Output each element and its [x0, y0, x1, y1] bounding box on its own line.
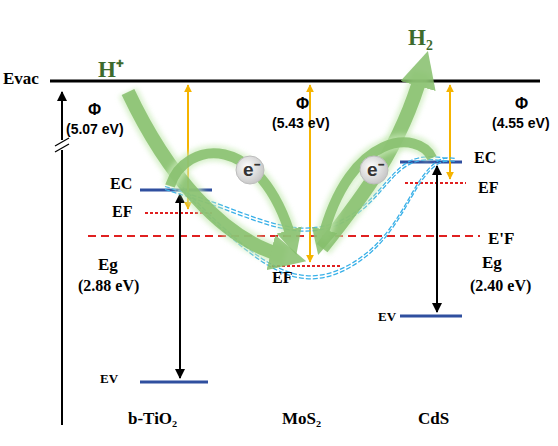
flow-arrow [170, 153, 292, 240]
flow-arrow [128, 92, 285, 256]
band-gap-label: Eg [98, 256, 118, 273]
work-function-symbol: Φ [296, 96, 309, 112]
flow-arrow [322, 142, 432, 240]
equilibrium-fermi-label: E'F [488, 230, 514, 247]
flow-arrow-glow [128, 92, 285, 256]
electron-label: e⁻ [243, 160, 260, 179]
flow-arrow [322, 72, 422, 248]
vacuum-label: Evac [3, 70, 39, 87]
fermi-level-label: EF [272, 270, 292, 286]
work-function-symbol: Φ [515, 96, 528, 112]
work-function-value: (4.55 eV) [492, 116, 550, 130]
electron-label: e⁻ [367, 160, 384, 179]
material-label: MoS₂ [282, 410, 321, 427]
work-function-symbol: Φ [88, 102, 101, 118]
valence-band-label: EV [378, 310, 396, 323]
band-gap-value: (2.40 eV) [470, 278, 531, 294]
conduction-band-label: EC [474, 150, 496, 166]
band-gap-value: Eg [482, 254, 502, 271]
valence-band [140, 381, 208, 384]
band-gap-value: (2.88 eV) [78, 278, 139, 294]
valence-band [400, 315, 462, 318]
work-function-value: (5.07 eV) [66, 122, 124, 136]
flow-arrow-glow [322, 142, 432, 240]
band-gap-arrow [179, 194, 181, 378]
fermi-level [405, 182, 466, 184]
fermi-level-label: EF [112, 204, 132, 220]
work-function-arrow [309, 85, 311, 262]
axis-break-mark [55, 144, 69, 152]
fermi-level-label: EF [478, 180, 498, 196]
hydrogen-label: H₂ [408, 26, 433, 49]
material-label: b-TiO₂ [128, 410, 177, 427]
conduction-band-label: EC [110, 176, 132, 192]
flow-arrow-glow [170, 153, 292, 240]
electron-ball [236, 156, 264, 184]
proton-label: H⁺ [98, 58, 124, 81]
band-gap-arrow [436, 166, 438, 312]
material-label: CdS [418, 410, 449, 427]
work-function-value: (5.43 eV) [272, 116, 330, 130]
flow-arrow-glow [322, 72, 422, 248]
valence-band-label: EV [100, 372, 118, 385]
electron-ball [360, 156, 388, 184]
work-function-arrow [449, 85, 451, 179]
